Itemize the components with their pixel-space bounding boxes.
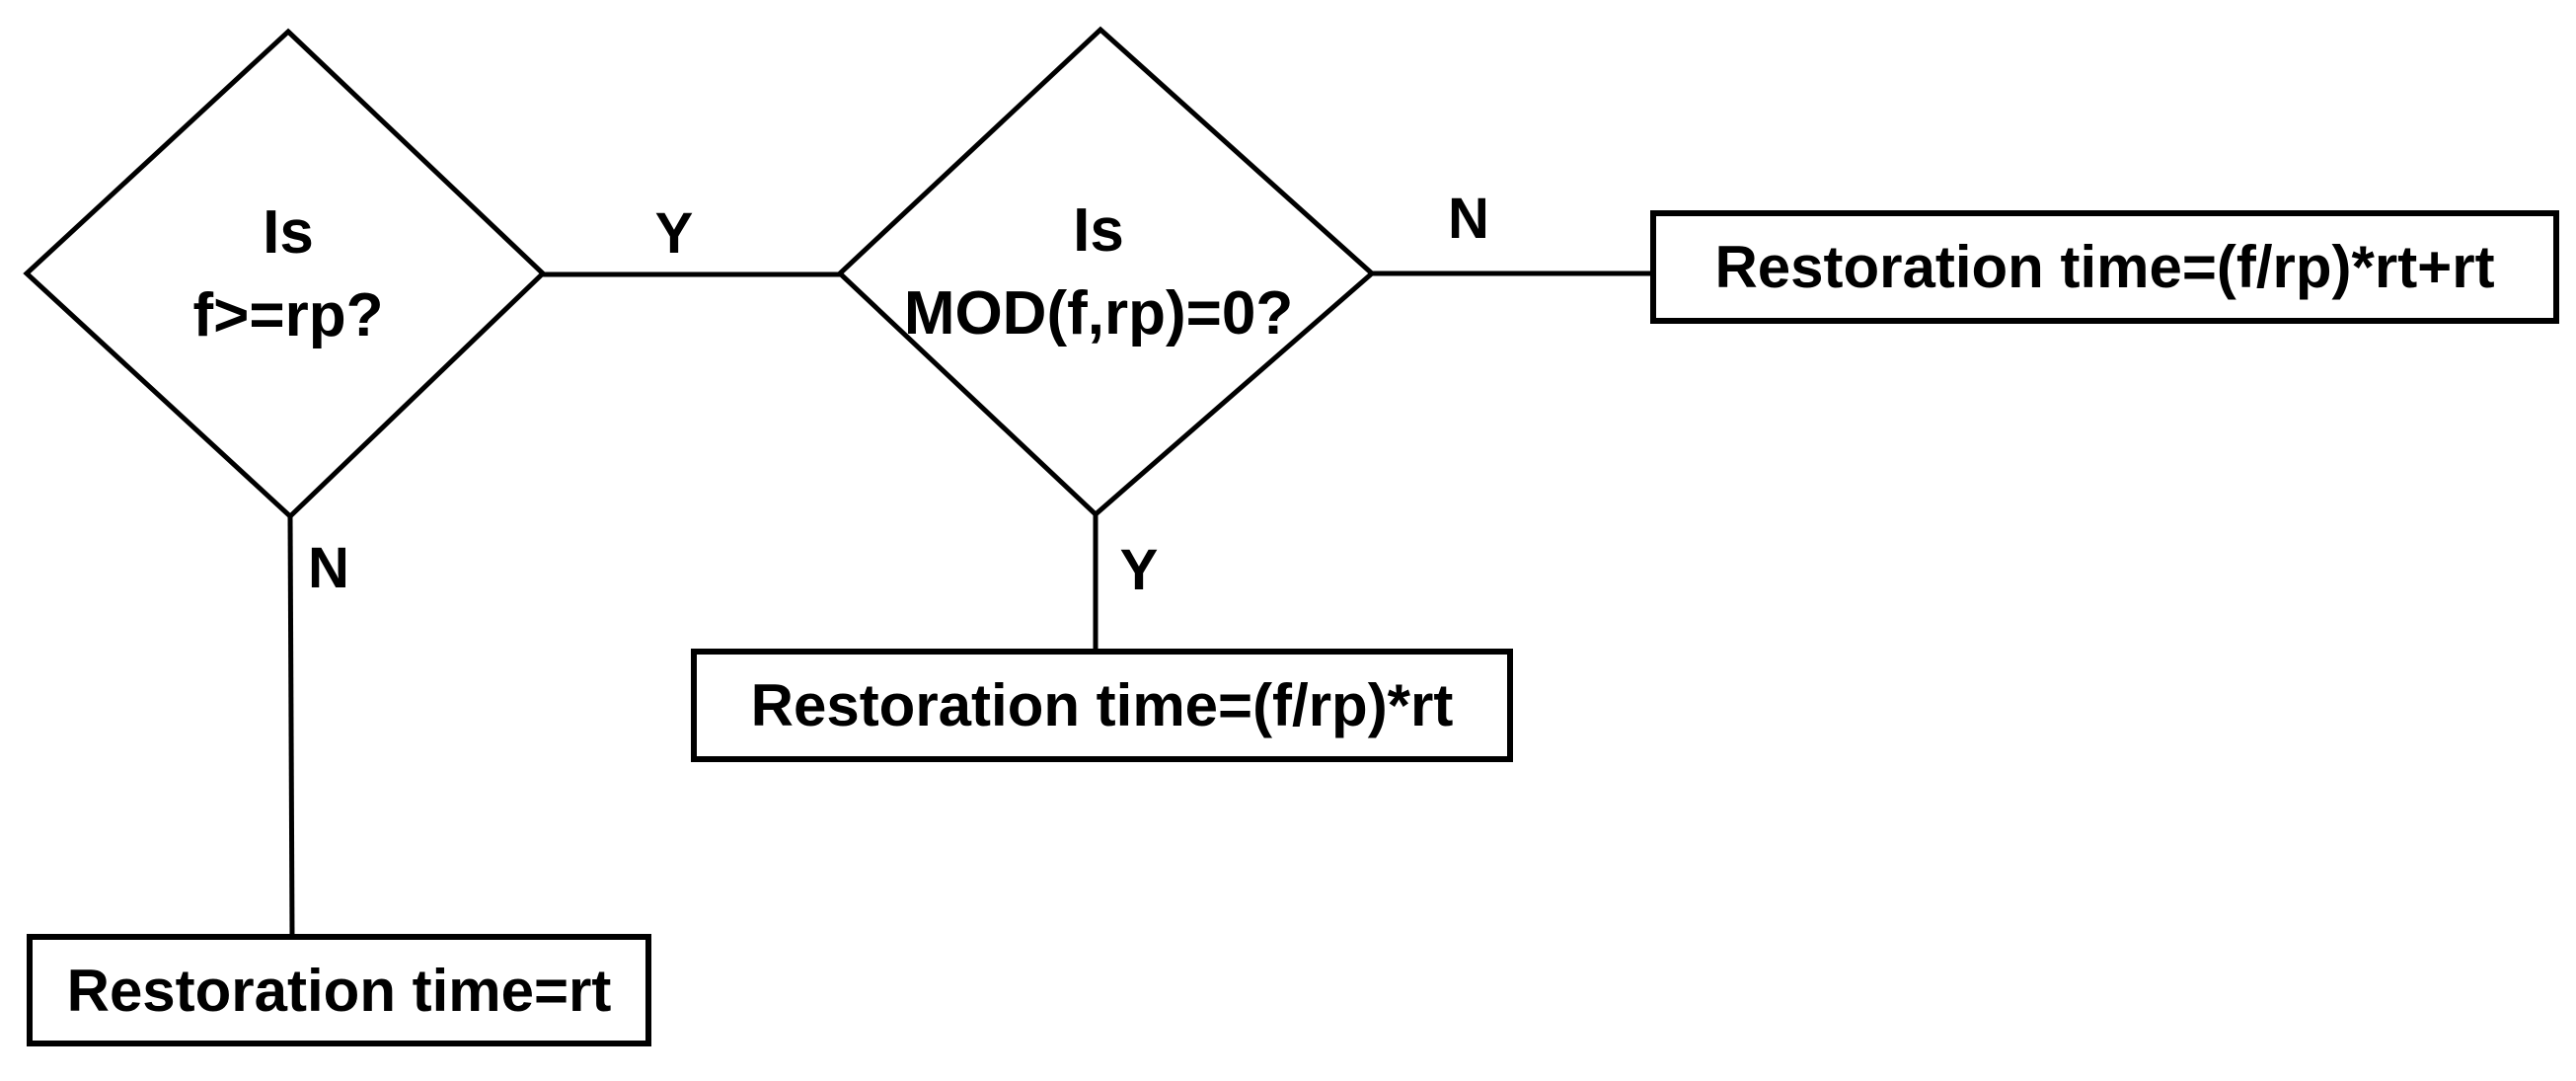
decision1-no-label: N — [308, 536, 349, 600]
decision2-text: Is MOD(f,rp)=0? — [852, 176, 1345, 368]
decision1-text-line2: f>=rp? — [192, 280, 384, 349]
outcome-box-restoration-frp-rt-plus-rt: Restoration time=(f/rp)*rt+rt — [1650, 210, 2559, 324]
decision1-text: Is f>=rp? — [91, 178, 486, 370]
outcome-box-restoration-frp-rt-plus-rt-text: Restoration time=(f/rp)*rt+rt — [1714, 234, 2495, 300]
decision1-text-line1: Is — [263, 197, 314, 267]
outcome-box-restoration-rt: Restoration time=rt — [27, 934, 651, 1046]
connector-d1-no-to-box — [287, 515, 295, 937]
decision2-no-label: N — [1448, 187, 1489, 251]
outcome-box-restoration-frp-rt: Restoration time=(f/rp)*rt — [691, 649, 1513, 762]
decision1-yes-label: Y — [654, 201, 694, 266]
decision2-yes-label: Y — [1119, 538, 1159, 602]
outcome-box-restoration-rt-text: Restoration time=rt — [66, 957, 612, 1024]
decision2-text-line2: MOD(f,rp)=0? — [903, 278, 1294, 347]
outcome-box-restoration-frp-rt-text: Restoration time=(f/rp)*rt — [750, 672, 1454, 738]
decision2-text-line1: Is — [1073, 195, 1124, 265]
